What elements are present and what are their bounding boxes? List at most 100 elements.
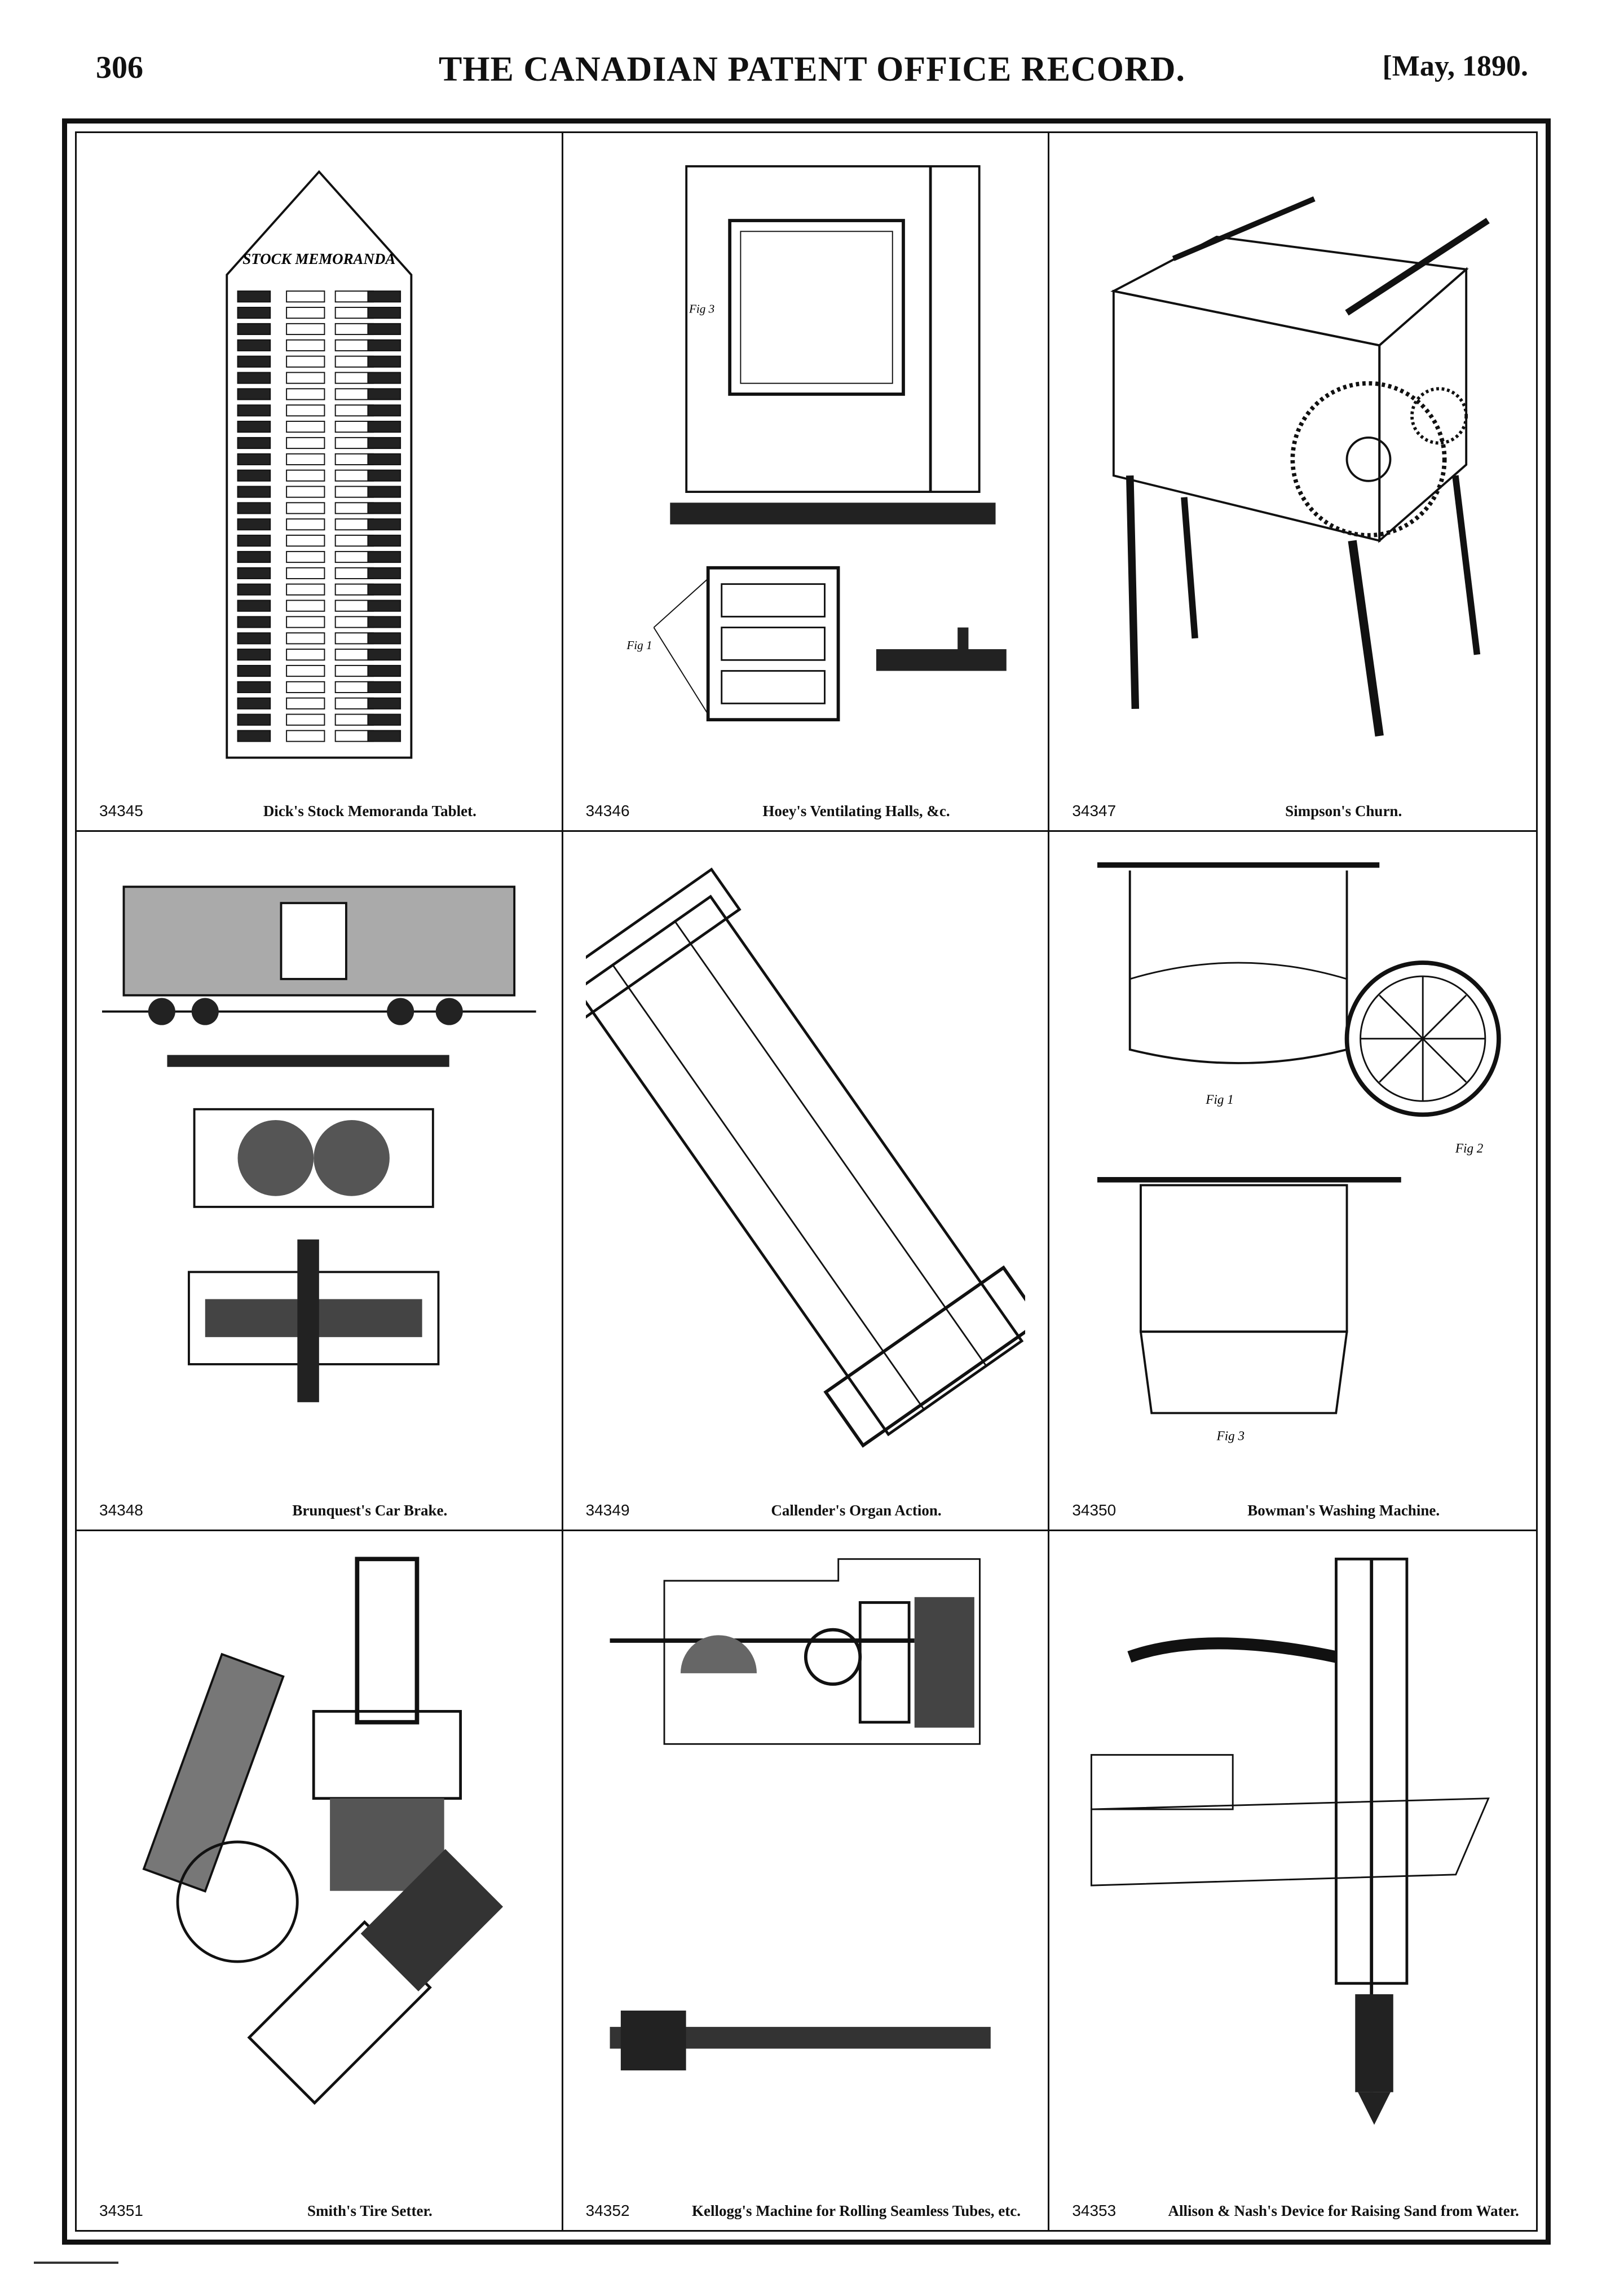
patent-title: Bowman's Washing Machine. bbox=[1247, 1501, 1440, 1519]
tablet-slot bbox=[367, 290, 401, 303]
patent-caption: 34353 Allison & Nash's Device for Raisin… bbox=[1072, 2180, 1519, 2220]
page-date: [May, 1890. bbox=[1382, 50, 1528, 82]
patent-title: Hoey's Ventilating Halls, &c. bbox=[762, 803, 950, 820]
fig-3-label: Fig 3 bbox=[1216, 1429, 1245, 1443]
patent-title: Simpson's Churn. bbox=[1285, 803, 1402, 820]
tablet-slot bbox=[286, 649, 325, 661]
plate-inner-frame: STOCK MEMORANDA 34345 Dick's Stock Memor… bbox=[75, 131, 1538, 2232]
tablet-slot bbox=[237, 404, 271, 417]
tablet-slot bbox=[286, 697, 325, 709]
tablet-slot bbox=[237, 632, 271, 645]
tablet-slot bbox=[286, 355, 325, 368]
tablet-slot bbox=[367, 453, 401, 465]
tablet-slot bbox=[286, 600, 325, 612]
fig-2-label: Fig 2 bbox=[1455, 1141, 1484, 1156]
tablet-slot bbox=[237, 616, 271, 628]
page-header: THE CANADIAN PATENT OFFICE RECORD. 306 [… bbox=[96, 50, 1528, 100]
tablet-slot bbox=[286, 339, 325, 351]
tablet-slot bbox=[286, 664, 325, 677]
tablet-slot bbox=[286, 567, 325, 579]
patent-number: 34353 bbox=[1072, 2202, 1116, 2219]
washing-machine-drawing: Fig 1 Fig 2 Fig 3 bbox=[1072, 849, 1513, 1473]
tablet-slot bbox=[367, 567, 401, 579]
patent-title: Callender's Organ Action. bbox=[771, 1501, 942, 1519]
patent-title: Allison & Nash's Device for Raising Sand… bbox=[1168, 2202, 1519, 2219]
sand-raising-device-drawing bbox=[1072, 1548, 1513, 2174]
patent-cell-34348: 34348 Brunquest's Car Brake. bbox=[77, 832, 563, 1531]
tablet-slot bbox=[286, 616, 325, 628]
tablet-slot bbox=[367, 437, 401, 449]
page-number: 306 bbox=[96, 50, 143, 85]
tablet-slot bbox=[367, 307, 401, 319]
tablet-slot bbox=[367, 583, 401, 596]
tablet-slot bbox=[237, 486, 271, 498]
patent-caption: 34349 Callender's Organ Action. bbox=[586, 1480, 1031, 1519]
tablet-slot bbox=[237, 583, 271, 596]
tablet-slot bbox=[237, 421, 271, 433]
tablet-slot bbox=[367, 421, 401, 433]
patent-title: Kellogg's Machine for Rolling Seamless T… bbox=[691, 2202, 1021, 2219]
tablet-slot bbox=[367, 372, 401, 384]
tablet-slot bbox=[237, 307, 271, 319]
memoranda-heading: STOCK MEMORANDA bbox=[242, 250, 395, 267]
tablet-slot bbox=[367, 355, 401, 368]
tablet-slot bbox=[237, 453, 271, 465]
tablet-slot bbox=[367, 388, 401, 400]
tablet-slot bbox=[286, 502, 325, 514]
patent-caption: 34352 Kellogg's Machine for Rolling Seam… bbox=[586, 2180, 1031, 2220]
tablet-slot bbox=[237, 388, 271, 400]
tablet-slot bbox=[286, 713, 325, 726]
plate-frame: STOCK MEMORANDA 34345 Dick's Stock Memor… bbox=[62, 118, 1551, 2245]
tablet-slot bbox=[286, 307, 325, 319]
page-title: THE CANADIAN PATENT OFFICE RECORD. bbox=[438, 50, 1186, 89]
patent-caption: 34351 Smith's Tire Setter. bbox=[99, 2180, 545, 2220]
tablet-slot bbox=[286, 550, 325, 563]
tablet-slot bbox=[286, 469, 325, 482]
tablet-slot bbox=[367, 486, 401, 498]
tablet-slot bbox=[286, 372, 325, 384]
fig-1-label: Fig 1 bbox=[626, 638, 652, 652]
tablet-slot bbox=[237, 649, 271, 661]
patent-number: 34347 bbox=[1072, 802, 1116, 820]
tablet-slot bbox=[367, 616, 401, 628]
patent-number: 34350 bbox=[1072, 1501, 1116, 1519]
tablet-slot bbox=[286, 730, 325, 742]
churn-drawing bbox=[1072, 150, 1513, 774]
tablet-slot bbox=[367, 339, 401, 351]
tablet-slot bbox=[367, 730, 401, 742]
tire-setter-drawing bbox=[99, 1548, 539, 2174]
tablet-slot bbox=[286, 632, 325, 645]
stock-memoranda-tablet-drawing: STOCK MEMORANDA bbox=[99, 150, 539, 774]
tablet-slot bbox=[286, 453, 325, 465]
tablet-slot bbox=[286, 290, 325, 303]
patent-cell-34352: 34352 Kellogg's Machine for Rolling Seam… bbox=[563, 1531, 1050, 2230]
patent-cell-34345: STOCK MEMORANDA 34345 Dick's Stock Memor… bbox=[77, 133, 563, 832]
tablet-slot bbox=[237, 567, 271, 579]
tablet-slot bbox=[237, 339, 271, 351]
tablet-slot bbox=[237, 502, 271, 514]
tablet-slot bbox=[367, 469, 401, 482]
tablet-slot bbox=[237, 697, 271, 709]
tablet-slot bbox=[367, 518, 401, 531]
patent-caption: 34346 Hoey's Ventilating Halls, &c. bbox=[586, 781, 1031, 820]
tablet-slot bbox=[237, 437, 271, 449]
patent-grid: STOCK MEMORANDA 34345 Dick's Stock Memor… bbox=[77, 133, 1536, 2230]
tablet-slot bbox=[367, 535, 401, 547]
patent-number: 34348 bbox=[99, 1501, 143, 1519]
patent-cell-34351: 34351 Smith's Tire Setter. bbox=[77, 1531, 563, 2230]
tablet-slot bbox=[367, 681, 401, 693]
footer-rule bbox=[34, 2262, 118, 2264]
tablet-slot bbox=[237, 290, 271, 303]
patent-cell-34347: 34347 Simpson's Churn. bbox=[1049, 133, 1536, 832]
tablet-slot bbox=[367, 649, 401, 661]
tablet-slot bbox=[286, 421, 325, 433]
tablet-slot bbox=[367, 600, 401, 612]
patent-title: Smith's Tire Setter. bbox=[307, 2202, 433, 2219]
tablet-slot bbox=[367, 664, 401, 677]
fig-3-label: Fig 3 bbox=[689, 302, 714, 316]
organ-action-drawing bbox=[563, 849, 1043, 1473]
tablet-slot bbox=[286, 404, 325, 417]
tablet-slot bbox=[286, 681, 325, 693]
tablet-slot bbox=[367, 632, 401, 645]
patent-number: 34349 bbox=[585, 1501, 630, 1519]
